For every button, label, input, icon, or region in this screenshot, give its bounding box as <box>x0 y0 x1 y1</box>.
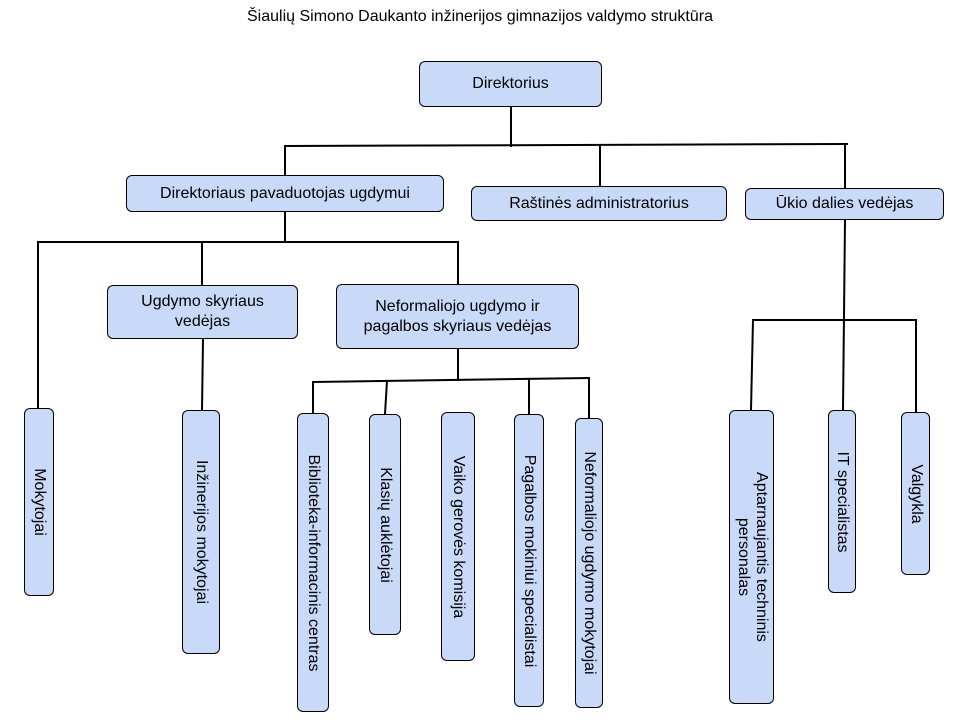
node-class-tutors-label: Klasių auklėtojai <box>377 466 394 583</box>
node-library-center-label: Biblioteka-informacinis centras <box>305 454 322 671</box>
node-canteen-label: Valgykla <box>907 463 925 524</box>
node-it-specialists[interactable]: IT specialistas <box>828 410 856 593</box>
node-technical-staff-label: Aptarnaujantis techninis personalas <box>734 472 770 642</box>
node-canteen[interactable]: Valgykla <box>901 412 930 575</box>
node-student-support-label: Pagalbos mokiniui specialistai <box>521 454 538 667</box>
node-facilities-head[interactable]: Ūkio dalies vedėjas <box>745 188 944 220</box>
connector-line <box>283 142 849 148</box>
node-teachers[interactable]: Mokytojai <box>24 408 54 596</box>
node-library-center[interactable]: Biblioteka-informacinis centras <box>297 413 329 712</box>
node-nonformal-teachers-label: Neformaliojo ugdymo mokytojai <box>581 451 598 675</box>
node-nonformal-dept-head[interactable]: Neformaliojo ugdymo ir pagalbos skyriaus… <box>336 284 579 349</box>
connector-line <box>311 376 591 384</box>
node-it-specialists-label: IT specialistas <box>834 450 851 553</box>
node-engineering-teachers-label: Inžinerijos mokytojai <box>193 459 210 605</box>
node-nonformal-teachers[interactable]: Neformaliojo ugdymo mokytojai <box>575 418 603 708</box>
connector-line <box>841 218 847 412</box>
node-technical-staff[interactable]: Aptarnaujantis techninis personalas <box>729 410 774 704</box>
node-class-tutors[interactable]: Klasių auklėtojai <box>369 414 401 635</box>
chart-title: Šiaulių Simono Daukanto inžinerijos gimn… <box>247 8 713 25</box>
node-office-administrator[interactable]: Raštinės administratorius <box>471 186 727 221</box>
node-child-welfare-label: Vaiko gerovės komisija <box>450 455 467 618</box>
node-deputy-director[interactable]: Direktoriaus pavaduotojas ugdymui <box>126 175 444 212</box>
node-student-support-specialists[interactable]: Pagalbos mokiniui specialistai <box>514 414 544 707</box>
node-director[interactable]: Direktorius <box>419 61 602 107</box>
node-education-dept-head[interactable]: Ugdymo skyriaus vedėjas <box>107 285 298 339</box>
node-engineering-teachers[interactable]: Inžinerijos mokytojai <box>182 410 220 654</box>
connector-line <box>383 379 389 416</box>
node-child-welfare-commission[interactable]: Vaiko gerovės komisija <box>441 412 475 661</box>
node-teachers-label: Mokytojai <box>31 468 48 536</box>
connector-line <box>200 337 205 412</box>
connector-line <box>749 318 755 412</box>
